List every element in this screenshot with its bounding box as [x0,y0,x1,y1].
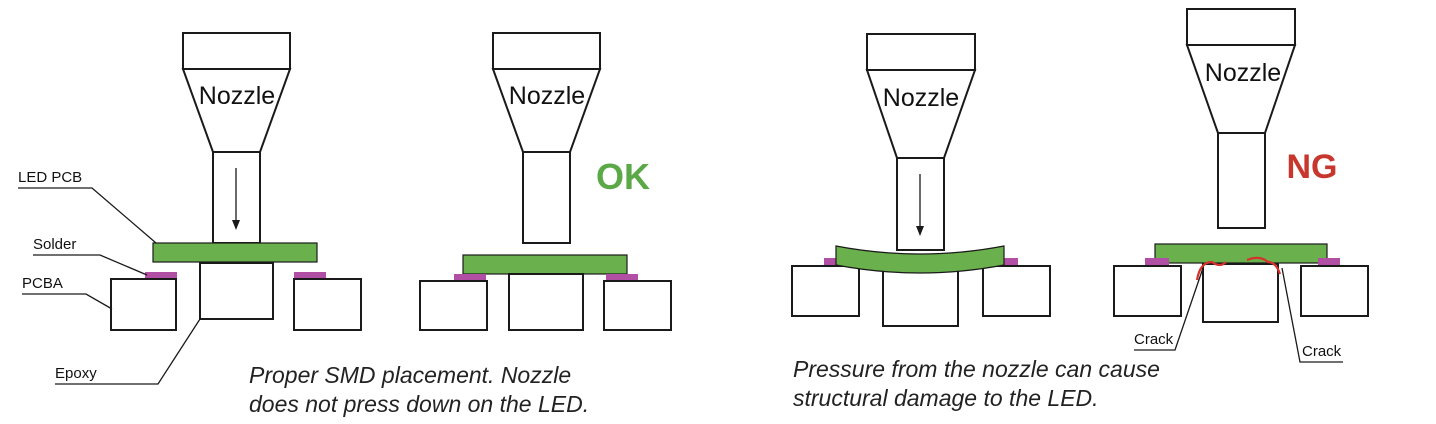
callout-pcba: PCBA [22,275,113,310]
callout-crack-right: Crack [1281,267,1343,363]
led-pcb [152,242,318,263]
epoxy-block [508,273,584,331]
pcba-block [293,278,362,331]
nozzle: Nozzle [491,32,602,244]
status-ok: OK [596,156,650,197]
pcba-block [791,265,860,317]
nozzle-label: Nozzle [509,82,585,110]
crack-mark [1195,260,1227,281]
bent-led-pcb [835,245,1005,274]
callout-epoxy: Epoxy [55,318,201,385]
caption-line: Proper SMD placement. Nozzle [249,362,572,388]
nozzle-label: Nozzle [199,82,275,110]
solder-pad [1145,258,1169,266]
callout-led-pcb: LED PCB [18,169,157,244]
solder-pad [145,272,177,279]
solder-pad [454,274,486,281]
pcba-label: PCBA [22,275,63,292]
caption-line: does not press down on the LED. [249,391,590,417]
panel-placement: Nozzle LED PCB Solder PCBA Epoxy [18,32,362,385]
solder-pad [1318,258,1340,266]
status-ng: NG [1287,148,1338,186]
nozzle: Nozzle [865,33,977,251]
panel-ok: Nozzle OK [419,32,672,331]
pcba-block [419,280,488,331]
epoxy-block [882,265,959,327]
nozzle: Nozzle [1185,8,1297,229]
caption-proper-placement: Proper SMD placement. Nozzle does not pre… [249,361,589,419]
solder-pad [824,258,844,266]
crack-right-label: Crack [1302,343,1342,360]
nozzle-label: Nozzle [883,84,959,112]
nozzle: Nozzle [181,32,292,244]
caption-line: Pressure from the nozzle can cause [793,356,1160,382]
epoxy-label: Epoxy [55,365,97,382]
led-pcb-label: LED PCB [18,169,82,186]
solder-pad [998,258,1018,266]
callout-crack-left: Crack [1134,267,1204,351]
epoxy-block [1202,263,1279,323]
caption-line: structural damage to the LED. [793,385,1099,411]
pcba-block [1113,265,1182,317]
panel-pressure: Nozzle [791,33,1051,327]
crack-left-label: Crack [1134,331,1174,348]
nozzle-label: Nozzle [1205,59,1281,87]
epoxy-block [199,262,274,320]
led-pcb [1154,243,1328,264]
pcba-block [982,265,1051,317]
pcba-block [603,280,672,331]
solder-pad [606,274,638,281]
pcba-block [1300,265,1369,317]
panel-ng: Nozzle NG Crack Crack [1113,8,1369,363]
caption-pressure-damage: Pressure from the nozzle can cause struct… [793,355,1160,413]
callout-solder: Solder [33,236,148,276]
crack-mark [1246,256,1282,275]
solder-pad [294,272,326,279]
solder-label: Solder [33,236,76,253]
led-pcb [462,254,628,275]
pcba-block [110,278,177,331]
